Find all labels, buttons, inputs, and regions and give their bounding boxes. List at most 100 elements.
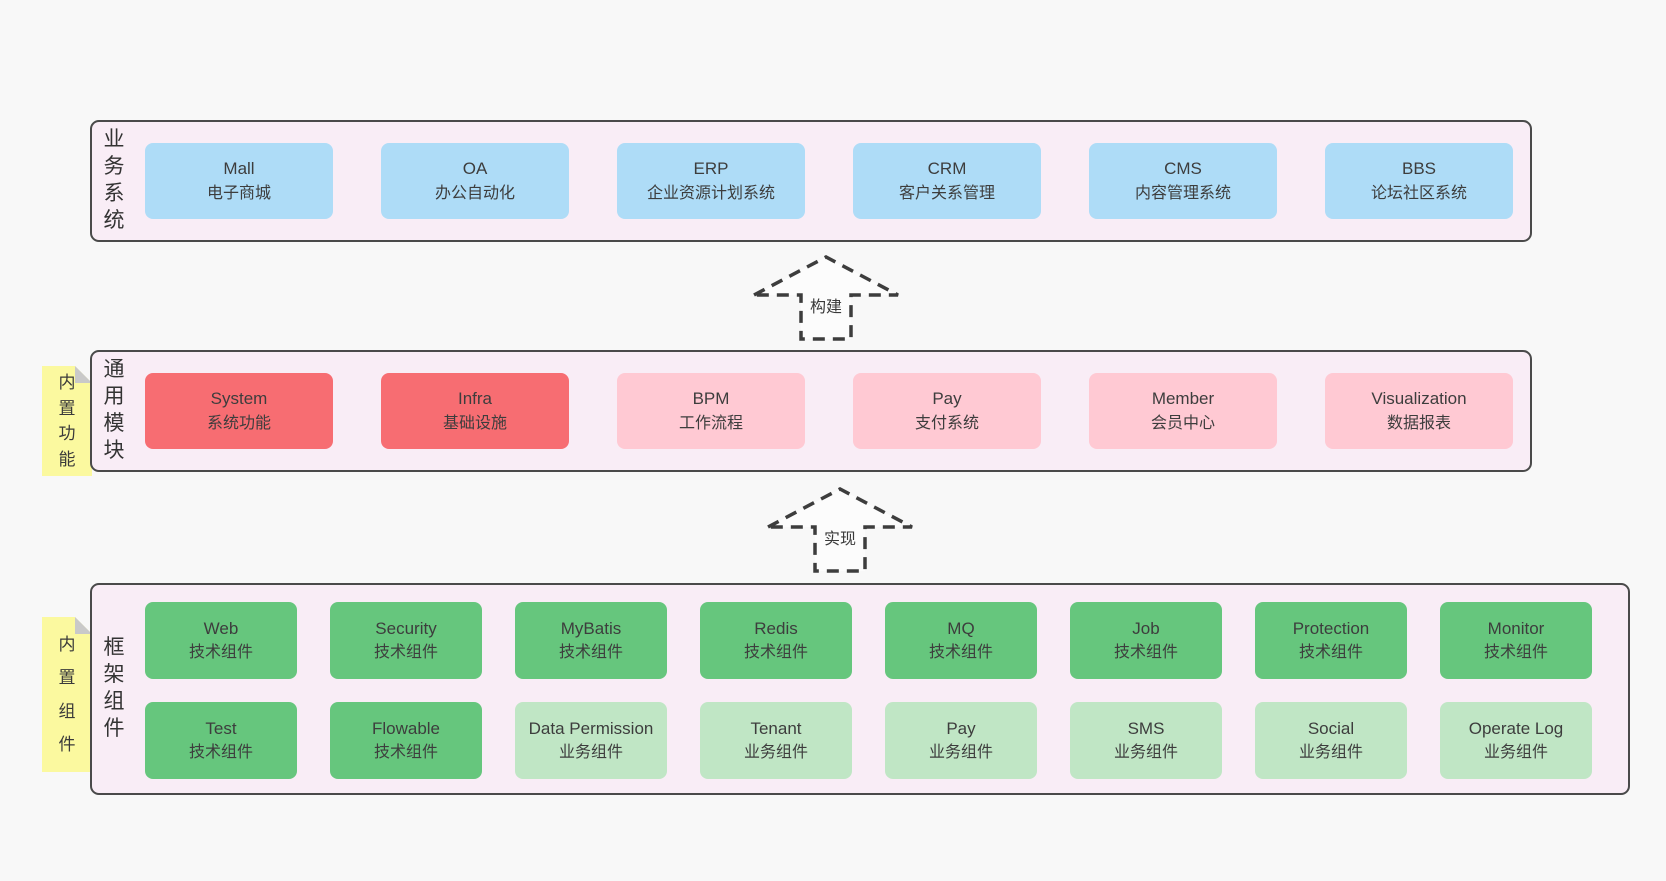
layer-framework-components: 框架组件 Web 技术组件 Security 技术组件 MyBatis 技术组件… — [90, 583, 1630, 795]
components-row-2: Test 技术组件 Flowable 技术组件 Data Permission … — [145, 702, 1592, 779]
box-data-permission: Data Permission 业务组件 — [515, 702, 667, 779]
box-title: SMS — [1127, 718, 1165, 738]
box-subtitle: 技术组件 — [373, 644, 438, 662]
box-bbs: BBS 论坛社区系统 — [1325, 143, 1513, 219]
box-subtitle: 技术组件 — [558, 644, 623, 662]
components-layer-label-text: 框架组件 — [103, 636, 125, 740]
box-title: Test — [205, 718, 237, 738]
box-title: BPM — [692, 389, 730, 409]
box-subtitle: 技术组件 — [188, 744, 253, 762]
box-visualization: Visualization 数据报表 — [1325, 373, 1513, 449]
box-mq: MQ 技术组件 — [885, 602, 1037, 679]
box-title: Operate Log — [1468, 718, 1564, 738]
box-title: Mall — [223, 159, 255, 179]
box-system: System 系统功能 — [145, 373, 333, 449]
box-operate-log: Operate Log 业务组件 — [1440, 702, 1592, 779]
box-title: BBS — [1401, 159, 1437, 179]
box-subtitle: 业务组件 — [1483, 744, 1548, 762]
box-title: System — [210, 389, 268, 409]
box-title: OA — [462, 159, 488, 179]
box-title: Tenant — [750, 718, 802, 738]
box-title: CMS — [1164, 159, 1202, 179]
box-infra: Infra 基础设施 — [381, 373, 569, 449]
box-subtitle: 客户关系管理 — [898, 184, 995, 202]
box-monitor: Monitor 技术组件 — [1440, 602, 1592, 679]
box-crm: CRM 客户关系管理 — [853, 143, 1041, 219]
arrow-implement: 实现 — [765, 485, 915, 575]
box-subtitle: 办公自动化 — [434, 184, 515, 202]
box-subtitle: 技术组件 — [743, 644, 808, 662]
box-pay-module: Pay 支付系统 — [853, 373, 1041, 449]
box-web: Web 技术组件 — [145, 602, 297, 679]
folded-corner-icon — [75, 366, 92, 383]
components-layer-label: 框架组件 — [102, 585, 126, 793]
box-subtitle: 技术组件 — [928, 644, 993, 662]
box-sms: SMS 业务组件 — [1070, 702, 1222, 779]
modules-layer-label: 通用模块 — [102, 352, 126, 470]
box-subtitle: 会员中心 — [1150, 414, 1215, 432]
box-title: ERP — [693, 159, 729, 179]
box-subtitle: 业务组件 — [1298, 744, 1363, 762]
arrow-build-label: 构建 — [806, 293, 846, 317]
box-subtitle: 业务组件 — [1113, 744, 1178, 762]
sticky-builtin-components: 内置组件 — [42, 617, 92, 772]
box-subtitle: 论坛社区系统 — [1370, 184, 1467, 202]
box-subtitle: 技术组件 — [373, 744, 438, 762]
components-box-rows: Web 技术组件 Security 技术组件 MyBatis 技术组件 Redi… — [145, 602, 1592, 779]
box-protection: Protection 技术组件 — [1255, 602, 1407, 679]
box-subtitle: 内容管理系统 — [1134, 184, 1231, 202]
sticky-builtin-features-text: 内置功能 — [58, 373, 76, 469]
arrow-implement-label: 实现 — [820, 525, 860, 549]
layer-common-modules: 通用模块 System 系统功能 Infra 基础设施 BPM 工作流程 Pay… — [90, 350, 1532, 472]
box-subtitle: 技术组件 — [1113, 644, 1178, 662]
box-title: MQ — [947, 618, 975, 638]
box-title: MyBatis — [560, 618, 622, 638]
box-cms: CMS 内容管理系统 — [1089, 143, 1277, 219]
sticky-builtin-features: 内置功能 — [42, 366, 92, 476]
box-job: Job 技术组件 — [1070, 602, 1222, 679]
box-title: Job — [1132, 618, 1160, 638]
box-title: Social — [1307, 718, 1355, 738]
box-test: Test 技术组件 — [145, 702, 297, 779]
box-flowable: Flowable 技术组件 — [330, 702, 482, 779]
box-subtitle: 技术组件 — [1298, 644, 1363, 662]
business-box-row: Mall 电子商城 OA 办公自动化 ERP 企业资源计划系统 CRM 客户关系… — [145, 122, 1513, 240]
box-oa: OA 办公自动化 — [381, 143, 569, 219]
box-tenant: Tenant 业务组件 — [700, 702, 852, 779]
box-title: Pay — [946, 718, 976, 738]
box-title: Infra — [457, 389, 493, 409]
box-subtitle: 技术组件 — [1483, 644, 1548, 662]
box-title: Web — [203, 618, 239, 638]
box-security: Security 技术组件 — [330, 602, 482, 679]
box-pay-component: Pay 业务组件 — [885, 702, 1037, 779]
sticky-builtin-components-text: 内置组件 — [58, 635, 76, 754]
box-title: Redis — [754, 618, 798, 638]
box-subtitle: 电子商城 — [206, 184, 271, 202]
box-subtitle: 业务组件 — [928, 744, 993, 762]
box-bpm: BPM 工作流程 — [617, 373, 805, 449]
box-subtitle: 业务组件 — [743, 744, 808, 762]
folded-corner-icon — [75, 617, 92, 634]
box-subtitle: 技术组件 — [188, 644, 253, 662]
box-title: Visualization — [1371, 389, 1467, 409]
box-title: Data Permission — [528, 718, 654, 738]
modules-layer-label-text: 通用模块 — [103, 358, 125, 462]
box-mall: Mall 电子商城 — [145, 143, 333, 219]
components-row-1: Web 技术组件 Security 技术组件 MyBatis 技术组件 Redi… — [145, 602, 1592, 679]
box-subtitle: 基础设施 — [442, 414, 507, 432]
box-title: Protection — [1292, 618, 1370, 638]
box-member: Member 会员中心 — [1089, 373, 1277, 449]
box-subtitle: 系统功能 — [206, 414, 271, 432]
box-subtitle: 支付系统 — [914, 414, 979, 432]
arrow-build: 构建 — [751, 253, 901, 343]
box-subtitle: 数据报表 — [1386, 414, 1451, 432]
box-redis: Redis 技术组件 — [700, 602, 852, 679]
box-title: Member — [1151, 389, 1215, 409]
box-erp: ERP 企业资源计划系统 — [617, 143, 805, 219]
box-social: Social 业务组件 — [1255, 702, 1407, 779]
box-title: Security — [375, 618, 437, 638]
box-title: CRM — [927, 159, 967, 179]
box-title: Flowable — [371, 718, 441, 738]
box-subtitle: 工作流程 — [678, 414, 743, 432]
